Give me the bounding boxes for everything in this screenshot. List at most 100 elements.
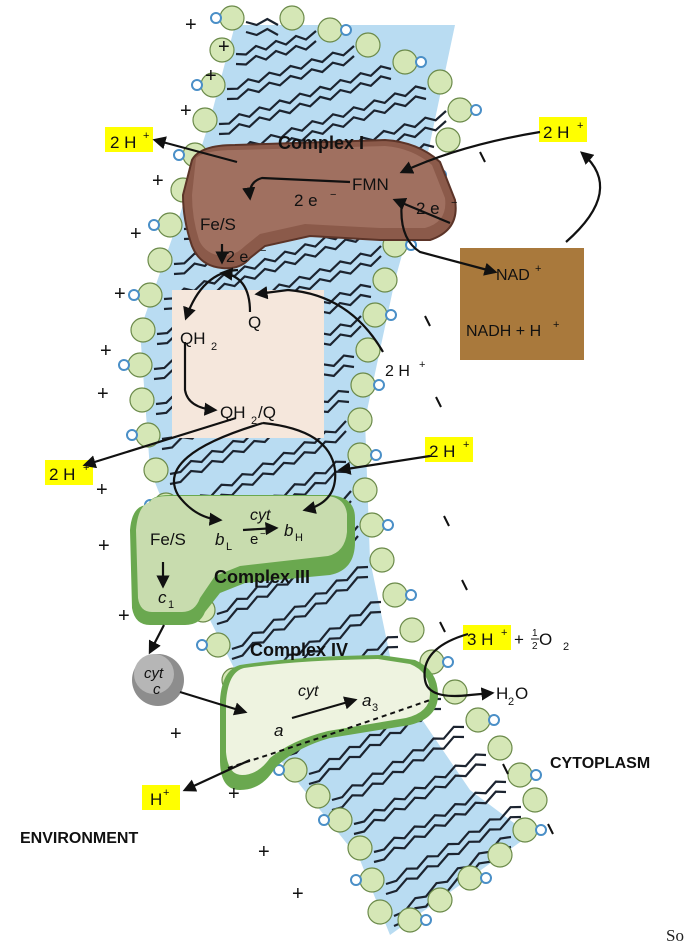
- positive-charge-sign: +: [130, 223, 142, 245]
- positive-charge-sign: +: [98, 535, 110, 557]
- lipid-head-small: [416, 57, 426, 67]
- svg-text:e: e: [250, 531, 258, 548]
- lipid-head: [348, 443, 372, 467]
- qh2-label: QH: [180, 329, 206, 348]
- lipid-head: [398, 908, 422, 932]
- lipid-head-small: [386, 310, 396, 320]
- positive-charge-sign: +: [100, 340, 112, 362]
- svg-text:b: b: [215, 530, 224, 549]
- svg-text:−: −: [260, 245, 266, 257]
- lipid-head: [383, 583, 407, 607]
- fmn-label: FMN: [352, 175, 389, 194]
- svg-text:O: O: [539, 630, 552, 649]
- svg-text:/Q: /Q: [258, 403, 276, 422]
- lipid-head: [428, 70, 452, 94]
- lipid-head-small: [421, 915, 431, 925]
- lipid-head: [466, 708, 490, 732]
- svg-text:+: +: [163, 787, 169, 799]
- lipid-head: [158, 213, 182, 237]
- lipid-head: [348, 408, 372, 432]
- lipid-head: [130, 388, 154, 412]
- lipid-head: [448, 98, 472, 122]
- lipid-head-small: [351, 875, 361, 885]
- h2o-label: H: [496, 684, 508, 703]
- positive-charge-sign: +: [96, 479, 108, 501]
- lipid-head-small: [192, 80, 202, 90]
- lipid-head-small: [371, 450, 381, 460]
- positive-charge-sign: +: [228, 783, 240, 805]
- lipid-head: [193, 108, 217, 132]
- svg-text:−: −: [260, 529, 266, 540]
- lipid-head-small: [471, 105, 481, 115]
- svg-text:3: 3: [372, 702, 378, 714]
- svg-text:2: 2: [251, 415, 257, 427]
- svg-text:O: O: [515, 684, 528, 703]
- cytoplasm-label: CYTOPLASM: [550, 755, 650, 772]
- lipid-head: [523, 788, 547, 812]
- svg-text:2: 2: [532, 641, 538, 652]
- lipid-head: [328, 808, 352, 832]
- lipid-head-small: [443, 657, 453, 667]
- h-plus-right-mid: 2 H: [429, 442, 455, 461]
- svg-text:+: +: [463, 439, 469, 451]
- lipid-head: [351, 373, 375, 397]
- lipid-head: [306, 784, 330, 808]
- lipid-head-small: [481, 873, 491, 883]
- lipid-head-small: [383, 520, 393, 530]
- positive-charge-sign: +: [258, 841, 270, 863]
- positive-charge-sign: +: [185, 14, 197, 36]
- lipid-head: [370, 548, 394, 572]
- positive-charge-sign: +: [218, 36, 230, 58]
- svg-text:a: a: [362, 691, 371, 710]
- svg-text:1: 1: [532, 628, 538, 639]
- lipid-head-small: [531, 770, 541, 780]
- cyt-c3-label: cyt: [250, 507, 271, 524]
- fes-c3-label: Fe/S: [150, 530, 186, 549]
- lipid-head: [443, 680, 467, 704]
- lipid-head: [131, 318, 155, 342]
- lipid-head: [428, 888, 452, 912]
- lipid-head-small: [374, 380, 384, 390]
- h-plus-left-mid: 2 H: [49, 465, 75, 484]
- negative-charge-sign: [462, 580, 467, 590]
- two-h-mid-label: 2 H: [385, 363, 410, 380]
- positive-charge-sign: +: [170, 723, 182, 745]
- qh2-q-label: QH: [220, 403, 246, 422]
- svg-text:+: +: [501, 627, 507, 639]
- positive-charge-sign: +: [97, 383, 109, 405]
- lipid-head: [508, 763, 532, 787]
- lipid-head: [283, 758, 307, 782]
- lipid-head-small: [174, 150, 184, 160]
- negative-charge-sign: [425, 316, 430, 326]
- positive-charge-sign: +: [205, 65, 217, 87]
- lipid-head-small: [319, 815, 329, 825]
- positive-charge-sign: +: [118, 605, 130, 627]
- svg-text:c: c: [158, 588, 167, 607]
- lipid-head: [488, 736, 512, 760]
- svg-text:+: +: [143, 130, 149, 142]
- negative-charge-sign: [548, 824, 553, 834]
- cytochrome-c-sphere: cyt c: [132, 654, 184, 706]
- nadh-label: NADH + H: [466, 323, 541, 340]
- lipid-head: [206, 633, 230, 657]
- svg-text:−: −: [330, 189, 336, 201]
- complex-iii-label: Complex III: [214, 567, 310, 587]
- lipid-head-small: [127, 430, 137, 440]
- nadh-box: [460, 248, 584, 360]
- svg-text:+: +: [83, 462, 89, 474]
- q-label: Q: [248, 313, 261, 332]
- three-h-label: 3 H: [467, 630, 493, 649]
- lipid-head: [144, 458, 168, 482]
- footer-text: So: [666, 926, 684, 946]
- environment-label: ENVIRONMENT: [20, 830, 138, 847]
- nad-plus-label: NAD: [496, 267, 530, 284]
- lipid-head: [220, 6, 244, 30]
- lipid-head: [513, 818, 537, 842]
- svg-text:+: +: [419, 359, 425, 371]
- svg-text:H: H: [295, 532, 303, 544]
- lipid-head: [488, 843, 512, 867]
- lipid-head-small: [129, 290, 139, 300]
- positive-charge-sign: +: [114, 283, 126, 305]
